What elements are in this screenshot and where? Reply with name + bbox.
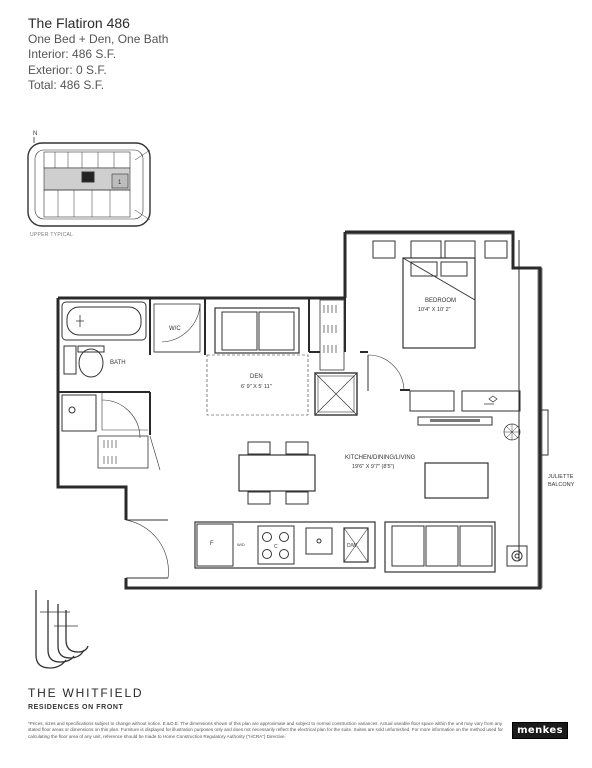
walk-in-closet: W/C [153,303,201,353]
den: DEN 6' 9" X 5' 11" [206,307,309,416]
whitfield-logo [35,590,89,669]
cooktop-label: C [274,544,278,550]
north-label: N [33,131,37,137]
closets [314,299,358,416]
key-plan-label: UPPER TYPICAL [30,232,74,238]
den-dimensions: 6' 9" X 5' 11" [241,384,272,390]
unit-marker: 1 [118,180,122,186]
unit-header: The Flatiron 486 One Bed + Den, One Bath… [28,15,169,94]
unit-type: One Bed + Den, One Bath [28,31,169,46]
interior-area: Interior: 486 S.F. [28,47,117,61]
developer-logo: menkes [512,722,568,739]
bedroom-name: BEDROOM [425,298,456,304]
disclaimer-text: *Prices, sizes and specifications subjec… [28,721,503,739]
kitchen-counter: F C D/W [194,521,376,569]
juliette-label-1: JULIETTE [548,474,574,480]
juliette-label-2: BALCONY [548,482,575,488]
living-name: KITCHEN/DINING/LIVING [345,455,416,461]
living-area: KITCHEN/DINING/LIVING 19'6" X 9'7" (8'5"… [238,416,528,573]
living-dimensions: 19'6" X 9'7" (8'5") [352,464,395,470]
brand-subtitle: RESIDENCES ON FRONT [28,704,124,711]
exterior-area: Exterior: 0 S.F. [28,62,107,77]
walls [56,230,542,590]
fridge-label: F [210,541,214,547]
juliette-railing [540,409,549,456]
bedroom: BEDROOM 10'4" X 10' 2" [367,240,521,412]
washer-dryer-label: W/D [237,542,245,547]
key-plan: N 1 [27,131,151,227]
windows [345,233,543,588]
entry-door [125,519,169,579]
den-name: DEN [250,374,263,380]
wic-label: W/C [169,326,181,332]
total-area: Total: 486 S.F. [28,78,105,92]
bathroom: BATH [61,301,161,471]
dishwasher-label: D/W [347,543,357,549]
bath-label: BATH [110,360,126,366]
bedroom-dimensions: 10'4" X 10' 2" [418,307,451,313]
brand-name: THE WHITFIELD [28,686,144,700]
unit-title: The Flatiron 486 [28,15,130,31]
